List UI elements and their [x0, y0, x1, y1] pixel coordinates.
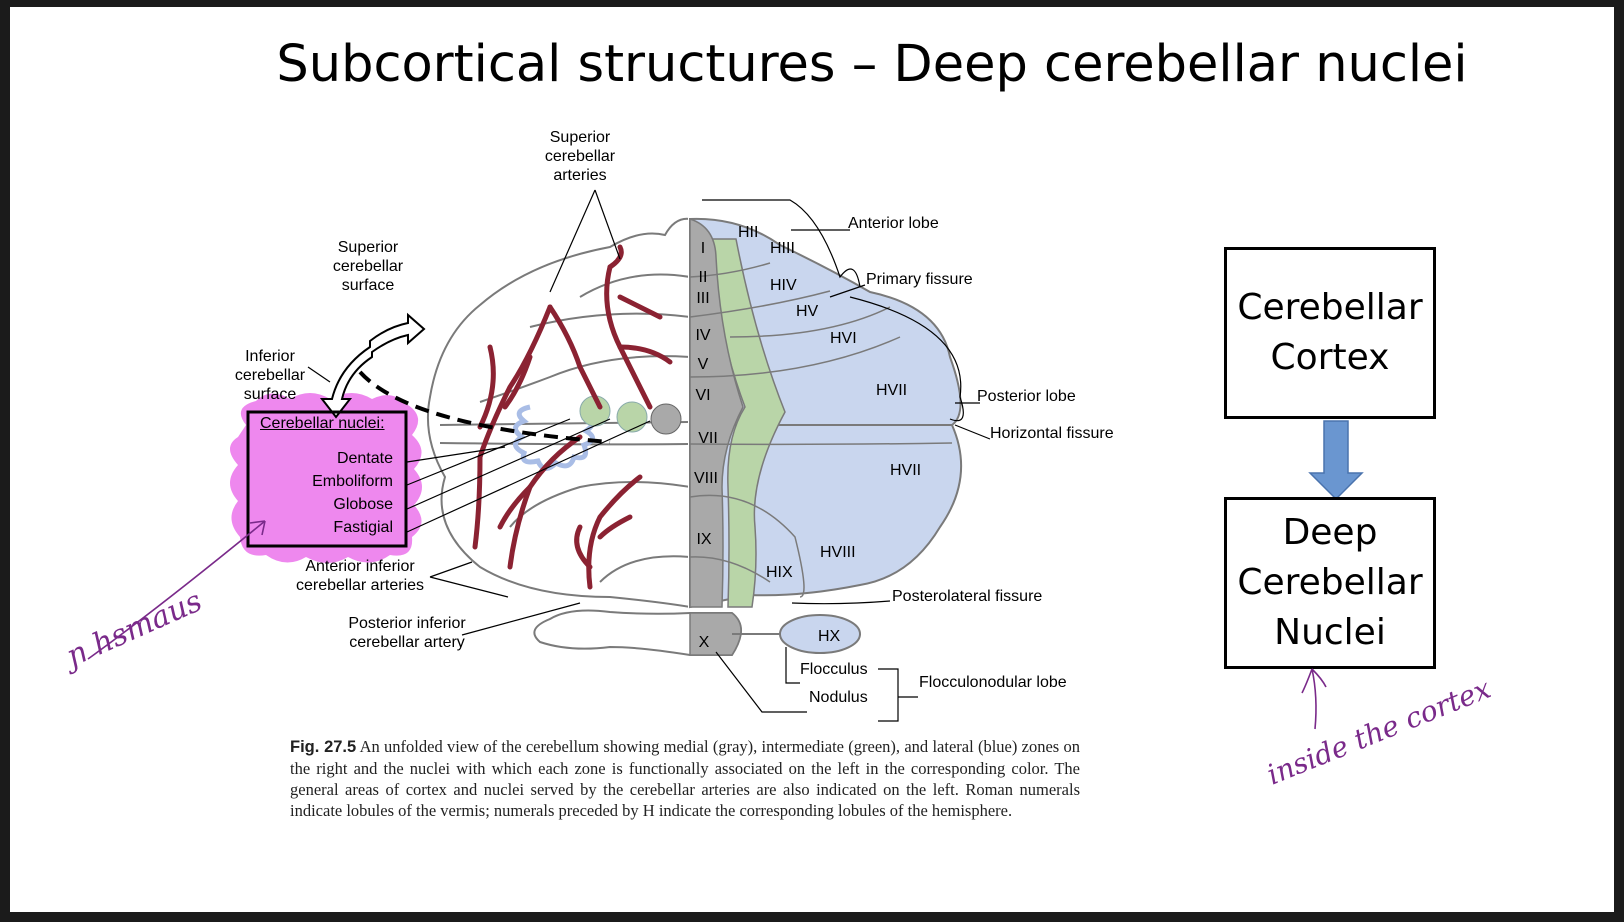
- svg-text:HX: HX: [818, 628, 841, 645]
- hemisphere-numerals: HII HIII HIV HV HVI HVII HVII HVIII HIX …: [738, 224, 921, 645]
- flocculus-shape: [779, 614, 861, 654]
- svg-text:IV: IV: [695, 327, 710, 344]
- nuclei-list: Dentate Emboliform Globose Fastigial: [260, 447, 393, 539]
- flocculus-label: Flocculus: [800, 661, 868, 678]
- svg-text:HVII: HVII: [890, 462, 921, 479]
- superior-cerebellar-arteries-label: Superior cerebellar arteries: [544, 129, 616, 184]
- nuclei-line-3: Nuclei: [1274, 612, 1386, 653]
- svg-text:III: III: [696, 290, 709, 307]
- primary-fissure-label: Primary fissure: [866, 271, 973, 288]
- nodulus-label: Nodulus: [809, 689, 868, 706]
- figure-number: Fig. 27.5: [290, 738, 357, 756]
- nuclei-line-1: Deep: [1282, 512, 1378, 553]
- svg-text:HII: HII: [738, 224, 758, 241]
- svg-text:HIII: HIII: [770, 240, 795, 257]
- posterior-inferior-artery-label: Posterior inferior cerebellar artery: [348, 615, 466, 651]
- svg-text:HV: HV: [796, 303, 819, 320]
- posterolateral-fissure-label: Posterolateral fissure: [892, 588, 1043, 605]
- inferior-surface-label: Inferior cerebellar surface: [234, 348, 306, 403]
- horizontal-fissure-label: Horizontal fissure: [990, 425, 1114, 442]
- cerebellar-cortex-box: Cerebellar Cortex: [1224, 247, 1436, 419]
- svg-text:V: V: [698, 356, 709, 373]
- posterior-lobe-label: Posterior lobe: [977, 388, 1076, 405]
- highlight-blob: [230, 393, 422, 563]
- figure-caption: Fig. 27.5 An unfolded view of the cerebe…: [290, 736, 1080, 821]
- caption-text: An unfolded view of the cerebellum showi…: [290, 737, 1081, 820]
- down-arrow-icon: [1308, 420, 1364, 501]
- cortex-line-1: Cerebellar: [1237, 287, 1423, 328]
- cerebellum-diagram: I II III IV V VI VII VIII IX X HII HIII …: [230, 189, 991, 722]
- svg-text:HIV: HIV: [770, 277, 797, 294]
- vermis-numerals: I II III IV V VI VII VIII IX X: [694, 240, 718, 651]
- nucleus-dentate: Dentate: [336, 450, 393, 467]
- slide: Subcortical structures – Deep cerebellar…: [10, 7, 1614, 912]
- svg-text:IX: IX: [696, 531, 711, 548]
- artery-branches: [472, 244, 673, 590]
- svg-text:HIX: HIX: [766, 564, 793, 581]
- nuclei-box-title: Cerebellar nuclei:: [260, 415, 385, 432]
- svg-text:X: X: [699, 634, 710, 651]
- globose-nucleus: [616, 401, 648, 433]
- anterior-lobe-label: Anterior lobe: [848, 215, 939, 232]
- svg-text:HVIII: HVIII: [820, 544, 856, 561]
- nucleus-fastigial: Fastigial: [333, 519, 393, 536]
- flip-arrow-icon: [319, 312, 426, 419]
- svg-text:HVII: HVII: [876, 382, 907, 399]
- nucleus-emboliform: Emboliform: [312, 473, 393, 490]
- svg-text:VIII: VIII: [694, 470, 718, 487]
- svg-text:VII: VII: [698, 430, 718, 447]
- cortex-line-2: Cortex: [1270, 337, 1390, 378]
- flocculonodular-lobe-label: Flocculonodular lobe: [919, 674, 1067, 691]
- fastigial-nucleus: [650, 403, 682, 435]
- nuclei-line-2: Cerebellar: [1237, 562, 1423, 603]
- dashed-curve: [358, 370, 611, 444]
- nucleus-globose: Globose: [333, 496, 393, 513]
- nuclei-box: [246, 410, 408, 548]
- superior-surface-label: Superior cerebellar surface: [332, 239, 404, 294]
- svg-text:HVI: HVI: [830, 330, 857, 347]
- svg-text:I: I: [701, 240, 705, 257]
- deep-cerebellar-nuclei-box: Deep Cerebellar Nuclei: [1224, 497, 1436, 669]
- svg-text:VI: VI: [695, 387, 710, 404]
- page-title: Subcortical structures – Deep cerebellar…: [276, 35, 1468, 94]
- intermediate-zone: [709, 238, 786, 608]
- anterior-inferior-arteries-label: Anterior inferior cerebellar arteries: [295, 558, 425, 594]
- svg-text:II: II: [699, 269, 708, 286]
